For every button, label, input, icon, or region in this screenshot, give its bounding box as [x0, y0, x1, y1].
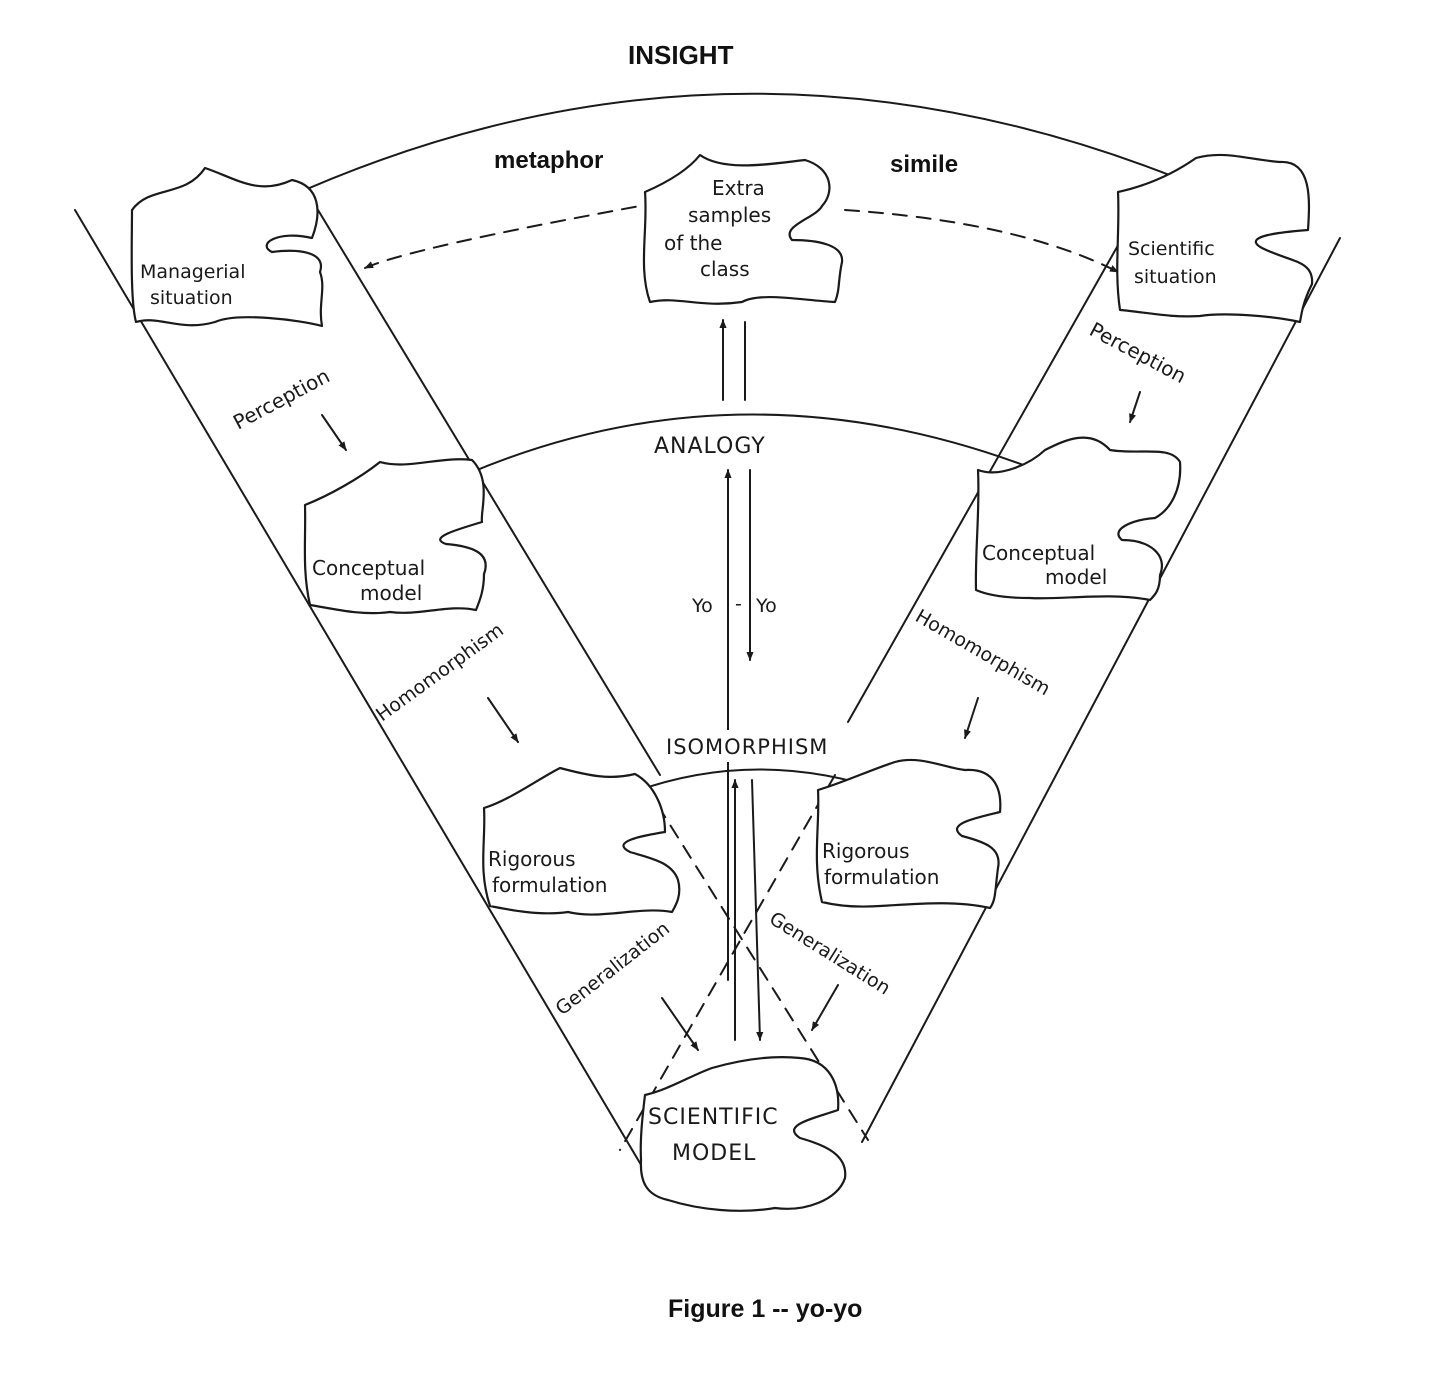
managerial-line-1: Managerial [140, 261, 245, 283]
outer-right-line [861, 237, 1341, 1143]
direction-arrows [321, 391, 1141, 1051]
rigorous-left-line-2: formulation [492, 873, 607, 897]
extra-line-1: Extra [712, 176, 765, 200]
conceptual-left-line-2: model [360, 581, 422, 605]
managerial-situation-blob [130, 166, 324, 328]
rigorous-formulation-left-blob [482, 766, 681, 916]
analogy-label: ANALOGY [654, 434, 766, 459]
conceptual-left-line-1: Conceptual [312, 556, 425, 580]
managerial-line-2: situation [150, 287, 233, 309]
perception-left-label: Perception [229, 364, 334, 435]
extra-line-4: class [700, 257, 750, 281]
rigorous-right-line-1: Rigorous [822, 839, 910, 863]
simile-dashed-arc-right [844, 209, 1119, 273]
isomorphism-label: ISOMORPHISM [666, 735, 828, 759]
scientific-model-line-1: SCIENTIFIC [648, 1105, 779, 1130]
rigorous-formulation-right-blob [815, 758, 1002, 910]
iso-down-line [751, 779, 764, 1041]
perception-left-arrow [321, 414, 347, 451]
conceptual-model-left-blob [303, 458, 487, 615]
conceptual-right-line-2: model [1045, 565, 1107, 589]
fan-outline [74, 209, 1341, 1181]
metaphor-label: metaphor [494, 147, 603, 174]
inner-left-line [317, 209, 661, 776]
generalization-left-label: Generalization [552, 918, 674, 1020]
rigorous-right-line-2: formulation [824, 865, 939, 889]
analogy-label-bg [650, 428, 790, 462]
generalization-left-arrow [661, 997, 699, 1051]
extra-line-3: of the [664, 231, 722, 255]
figure-caption: Figure 1 -- yo-yo [668, 1295, 862, 1323]
analogy-arc [431, 413, 1081, 491]
simile-label: simile [890, 151, 958, 178]
scientific-model-blob [639, 1056, 847, 1212]
scientific-situation-blob [1116, 153, 1314, 324]
box-texts: Managerial situation Extra samples of th… [140, 176, 1217, 1166]
generalization-right-arrow [811, 984, 839, 1031]
homomorphism-right-label: Homomorphism [912, 605, 1054, 700]
scientific-situation-line-1: Scientific [1128, 238, 1215, 260]
inner-right-line [847, 209, 1139, 723]
generalization-right-label: Generalization [765, 908, 894, 1000]
yo-yo-lines [719, 319, 764, 1041]
perception-right-arrow [1129, 391, 1141, 423]
perception-right-label: Perception [1086, 317, 1191, 388]
isomorphism-label-bg [663, 730, 861, 762]
rigorous-left-line-1: Rigorous [488, 847, 576, 871]
homomorphism-right-arrow [964, 697, 979, 739]
conceptual-right-line-1: Conceptual [982, 541, 1095, 565]
arcs [281, 92, 1219, 801]
scientific-situation-line-2: situation [1134, 266, 1217, 288]
yo-right-label: Yo [755, 595, 777, 617]
scientific-model-line-2: MODEL [672, 1141, 756, 1166]
insight-arc [281, 92, 1219, 201]
insight-label: INSIGHT [628, 40, 734, 70]
yo-left-label: Yo [691, 595, 713, 617]
extra-samples-blob [642, 153, 844, 305]
homomorphism-left-label: Homomorphism [372, 619, 508, 726]
conceptual-model-right-blob [974, 436, 1182, 602]
metaphor-dashed-arc-left [364, 205, 641, 269]
yo-dash-label: - [735, 593, 742, 615]
homomorphism-left-arrow [487, 697, 519, 743]
outer-left-line [74, 209, 651, 1181]
extra-line-2: samples [688, 203, 771, 227]
boxes [130, 153, 1314, 1212]
